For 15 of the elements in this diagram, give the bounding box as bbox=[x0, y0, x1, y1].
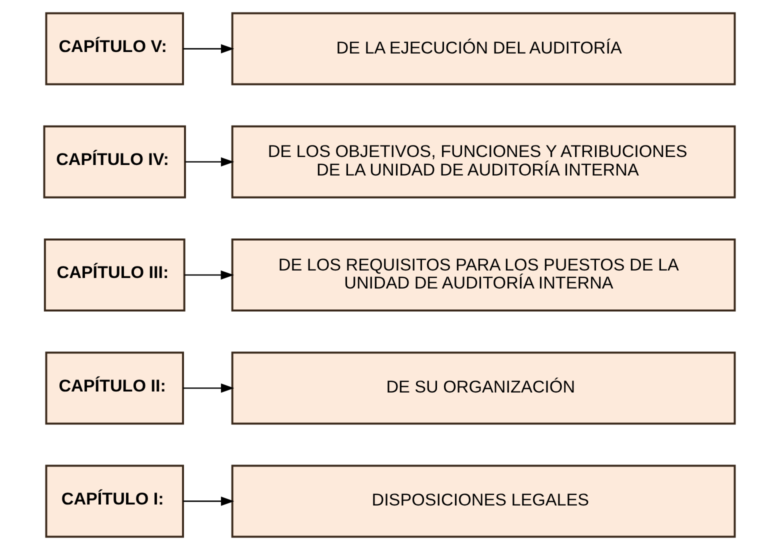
node-box: DISPOSICIONES LEGALES bbox=[230, 464, 736, 538]
arrow bbox=[184, 157, 234, 166]
node-box: CAPÍTULO II: bbox=[44, 352, 184, 425]
node-box: DE LA EJECUCIÓN DEL AUDITORÍA bbox=[230, 12, 736, 86]
node-box: CAPÍTULO III: bbox=[43, 238, 185, 312]
node-box: CAPÍTULO I: bbox=[44, 464, 184, 538]
arrow bbox=[184, 270, 234, 280]
node-box: DE SU ORGANIZACIÓN bbox=[230, 352, 736, 425]
arrow bbox=[182, 496, 234, 506]
arrow bbox=[182, 384, 234, 393]
node-box: CAPÍTULO V: bbox=[44, 12, 184, 86]
node-box: DE LOS REQUISITOS PARA LOS PUESTOS DE LA UNIDAD DE AUDITORÍA INTERNA bbox=[230, 238, 736, 312]
arrow bbox=[182, 44, 234, 54]
node-box: DE LOS OBJETIVOS, FUNCIONES Y ATRIBUCIONES DE LA UNIDAD DE AUDITORÍA INTERNA bbox=[230, 125, 736, 198]
node-box: CAPÍTULO IV: bbox=[42, 125, 186, 198]
